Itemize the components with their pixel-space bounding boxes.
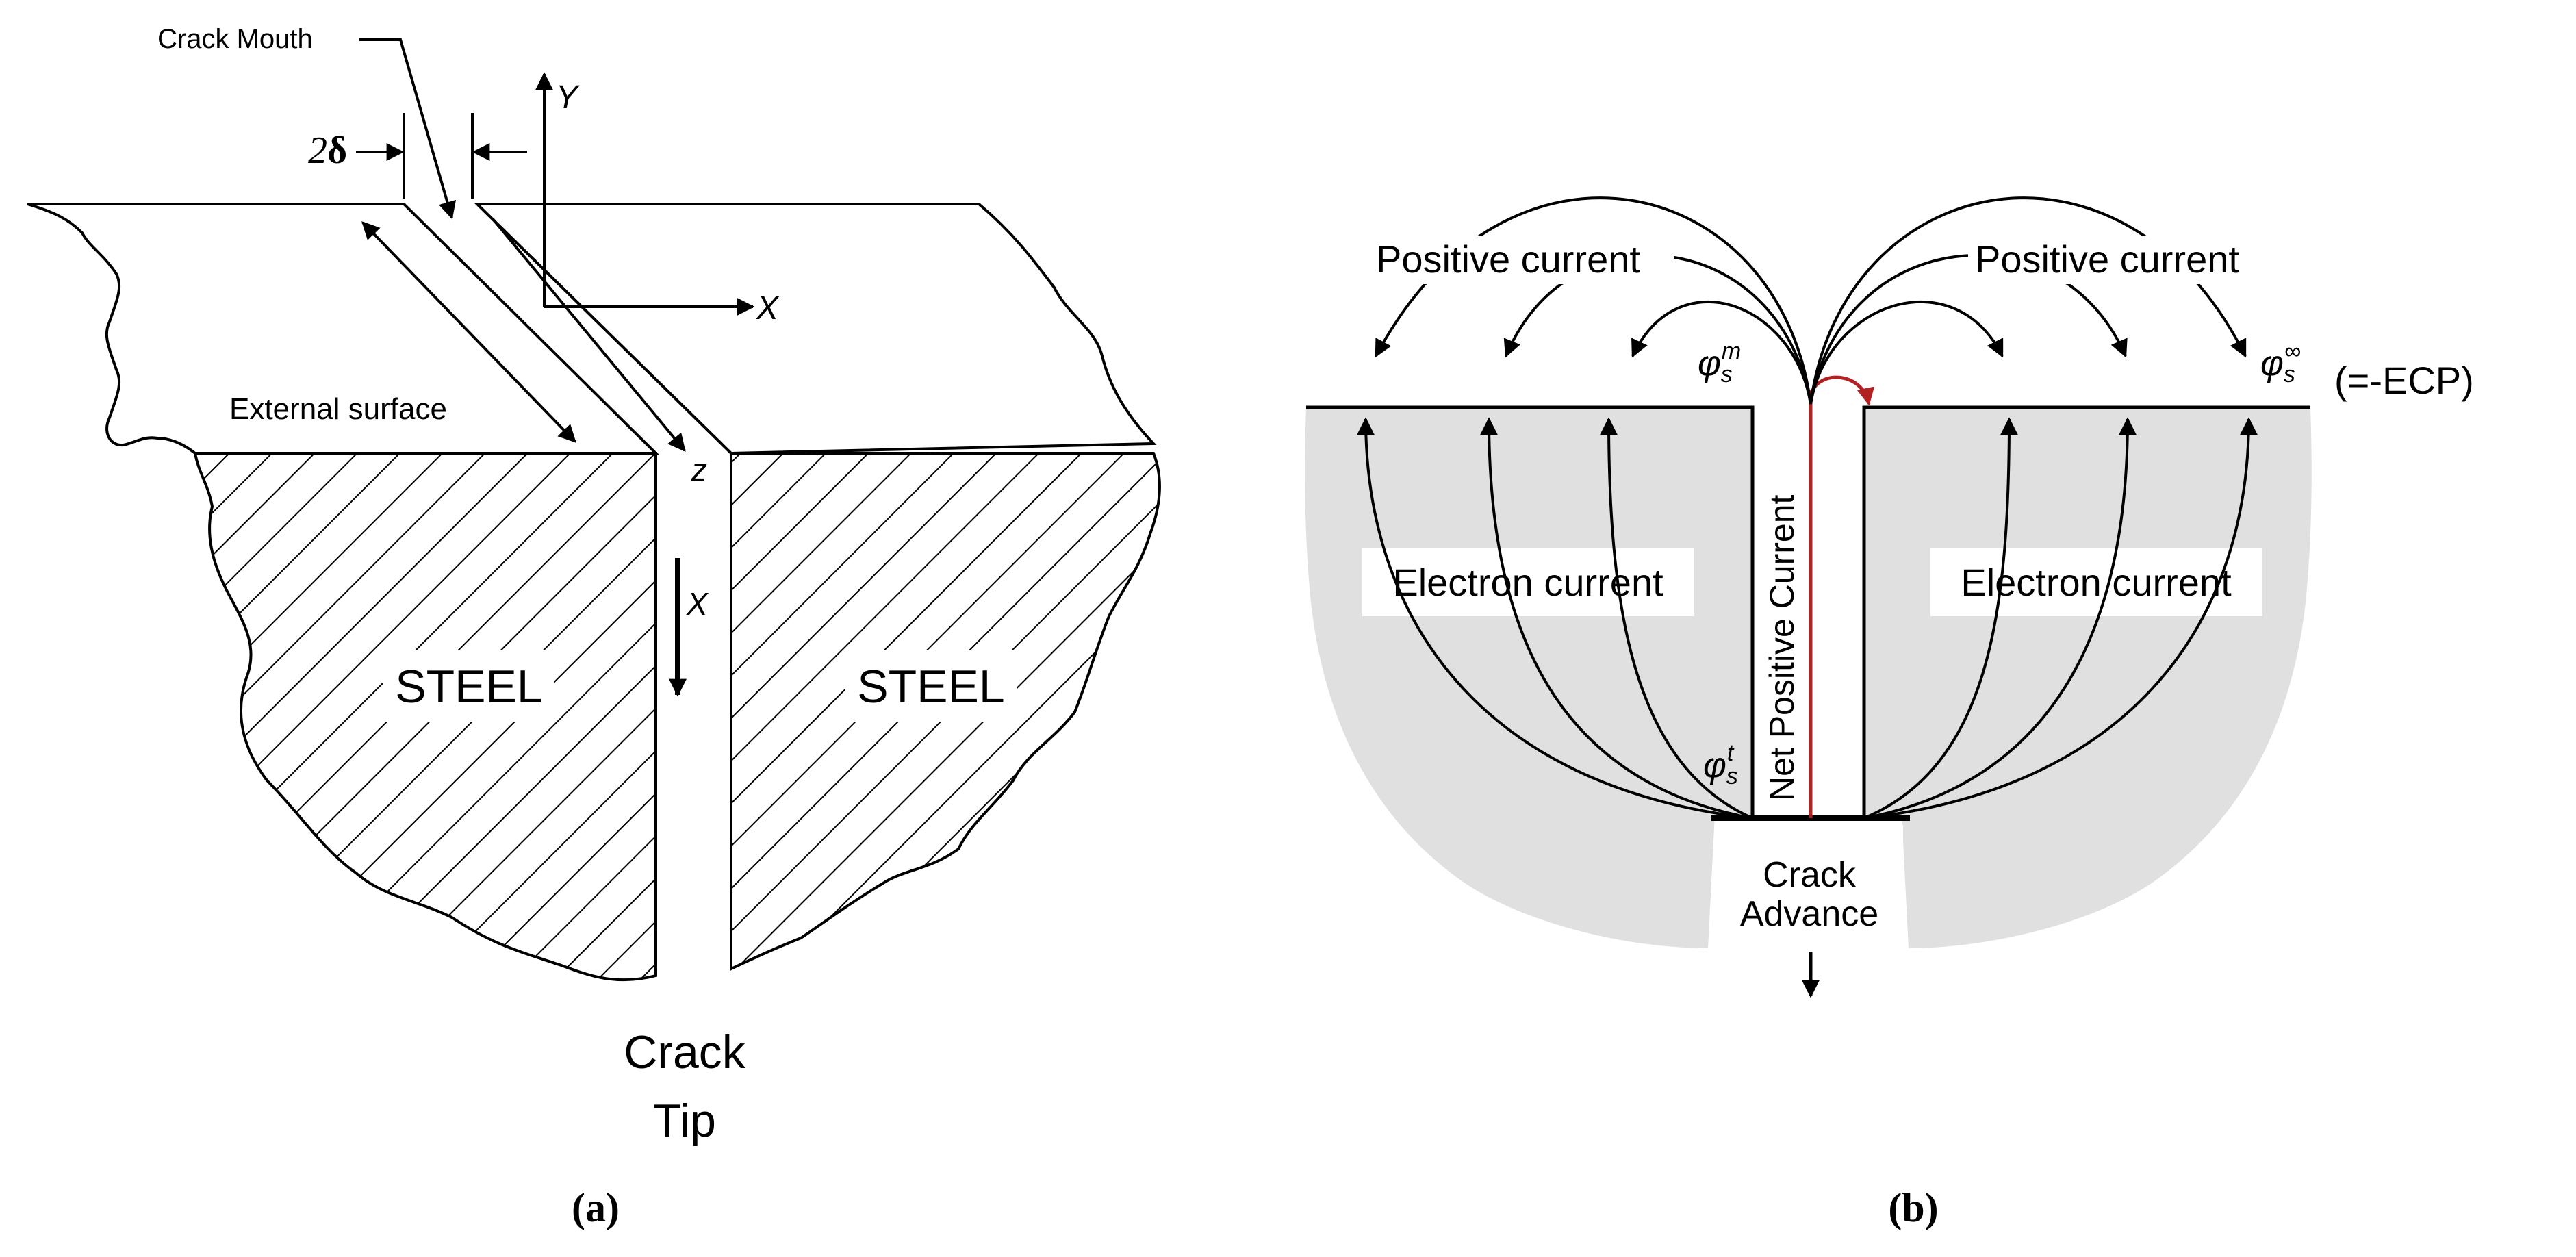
shaded-region-right (1864, 407, 2312, 948)
phi-t-sup: t (1727, 740, 1735, 766)
phi-inf-base: φ (2260, 344, 2284, 383)
electron-line-left-2 (1480, 417, 1753, 820)
crack-mouth-leader (359, 38, 457, 220)
caption-b: (b) (1888, 1185, 1938, 1230)
positive-arc-left-1 (1375, 196, 1812, 405)
positive-arc-right-1 (1809, 196, 2247, 405)
electron-current-left-label: Electron current (1392, 561, 1663, 604)
positive-current-arcs (1375, 196, 2247, 405)
phi-s-inf-label: φs∞ (2260, 338, 2301, 388)
crack-advance-bg (1715, 825, 1903, 945)
electron-current-left-bg (1362, 548, 1694, 616)
electron-current-lines (1357, 417, 2258, 820)
phi-inf-sub: s (2284, 361, 2295, 388)
crack-advance-line2: Advance (1740, 894, 1878, 934)
axis-y-label: Y (556, 79, 580, 116)
electron-line-right-3 (1863, 417, 2258, 820)
panel-b: Positive current Positive current φsm φs… (1305, 196, 2474, 1230)
phi-s-m-label: φsm (1698, 338, 1741, 388)
electron-current-right-bg (1930, 548, 2262, 616)
phi-m-sub: s (1721, 361, 1733, 388)
electron-line-left-3 (1600, 417, 1753, 820)
positive-current-left-label: Positive current (1376, 238, 1640, 281)
top-surface-right-outline (474, 203, 1157, 455)
delta-prefix: 2 (308, 129, 327, 172)
surface-right (1862, 405, 2310, 818)
delta-label: 2δ (308, 129, 347, 172)
external-surface-label: External surface (229, 392, 447, 426)
positive-current-right-bg (1968, 236, 2273, 284)
net-positive-current-label: Net Positive Current (1763, 495, 1801, 801)
positive-current-left-bg (1369, 236, 1674, 284)
phi-t-sub: s (1726, 763, 1738, 789)
axis-x-top-label: X (756, 290, 780, 327)
steel-label-right: STEEL (857, 661, 1004, 713)
external-surface-arrow (361, 221, 576, 443)
steel-label-left-bg (383, 650, 554, 722)
caption-a: (a) (572, 1185, 620, 1230)
ecp-label: (=-ECP) (2334, 359, 2474, 402)
crack-advance-line1: Crack (1763, 855, 1857, 895)
axis-x-depth-label: X (686, 586, 709, 622)
axis-z-label: z (691, 452, 707, 487)
positive-arc-left-3 (1631, 300, 1812, 405)
electron-line-right-1 (1863, 417, 2018, 820)
electron-line-right-2 (1863, 417, 2137, 820)
surface-left (1306, 405, 1755, 818)
positive-current-right-label: Positive current (1975, 238, 2239, 281)
delta-symbol: δ (327, 129, 347, 172)
electron-line-left-1 (1357, 417, 1753, 820)
phi-m-sup: m (1722, 338, 1741, 364)
positive-arc-right-2 (1809, 254, 2128, 405)
crack-tip-label-line2: Tip (653, 1095, 716, 1147)
steel-label-right-bg (845, 650, 1017, 722)
phi-inf-sup: ∞ (2284, 338, 2301, 364)
phi-t-base: φ (1703, 746, 1726, 785)
crack-gap (1752, 397, 1864, 822)
steel-label-left: STEEL (395, 661, 542, 713)
panel-a: Crack Mouth 2δ Y X External surface z X … (27, 24, 1162, 1230)
crack-tip-label-line1: Crack (624, 1026, 746, 1078)
electron-current-right-label: Electron current (1961, 561, 2232, 604)
crack-mouth-label: Crack Mouth (157, 24, 313, 54)
phi-m-base: φ (1698, 344, 1721, 383)
shaded-region-left (1305, 407, 1752, 948)
positive-arc-right-3 (1809, 300, 2004, 405)
phi-s-t-label: φst (1703, 740, 1738, 789)
